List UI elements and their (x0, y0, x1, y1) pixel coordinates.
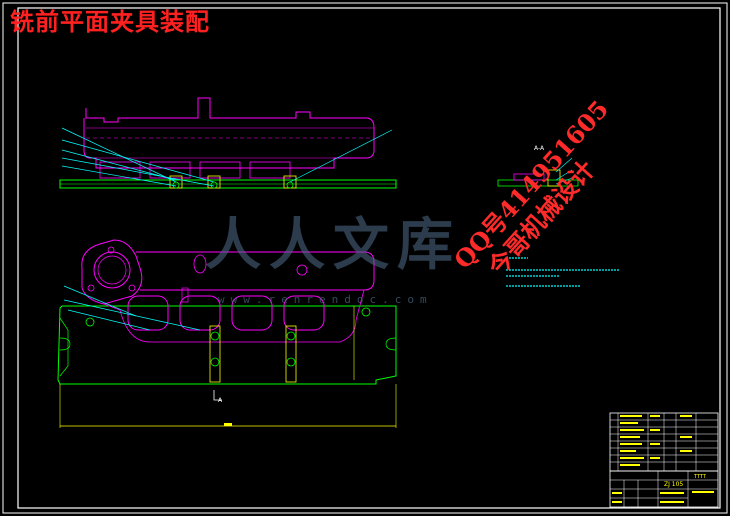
drawing-title: 铣前平面夹具装配 (10, 7, 210, 36)
top-view-port-4 (283, 295, 325, 331)
top-view-flange-bore (93, 251, 131, 289)
section-label: A-A (534, 145, 545, 152)
top-view-boss-2 (296, 264, 308, 276)
top-view-port-2 (179, 295, 221, 331)
top-view-locator-right (361, 307, 371, 317)
top-view-flange-hole-1 (107, 246, 115, 254)
top-view-clamp-1 (209, 325, 221, 383)
front-pin-2 (210, 181, 218, 189)
top-view-clamp-pin-4 (286, 357, 296, 367)
top-view-fixture-base (57, 305, 397, 385)
top-view-port-1 (127, 295, 169, 331)
watermark-url: www.renrendoc.com (218, 293, 433, 306)
top-view-base-chamfer (59, 317, 69, 377)
title-block: ZJ 105 TTTT (609, 412, 719, 508)
front-flange-4 (249, 161, 291, 179)
watermark-logo: 人人文库 (205, 213, 461, 278)
top-view-runner-body (136, 251, 375, 291)
front-flange-1 (99, 161, 141, 179)
top-view-port-band (103, 289, 365, 343)
section-cut-letter: A (218, 397, 223, 404)
front-leaders (61, 127, 393, 187)
top-view-leaders (63, 285, 201, 331)
top-view-clamp-2 (285, 325, 297, 383)
front-view (59, 97, 397, 189)
top-view-clamp-pin-3 (286, 331, 296, 341)
top-view-base-slot-left (59, 337, 71, 351)
section-view-a-a: A-A (497, 145, 579, 187)
top-view-flange-hole-3 (128, 284, 136, 292)
top-view-clamp-pin-1 (210, 331, 220, 341)
section-cut-marker (213, 390, 222, 401)
top-view-boss-1 (193, 254, 207, 274)
top-view: A (57, 239, 397, 428)
front-view-part-outline (83, 97, 375, 169)
front-pin-3 (286, 181, 294, 189)
title-block-label-right: TTTT (693, 474, 707, 480)
top-view-flange-bore-inner (97, 255, 127, 285)
top-view-locator-left (85, 317, 95, 327)
technical-notes (506, 257, 620, 287)
top-view-port-3 (231, 295, 273, 331)
inner-frame (17, 7, 721, 509)
top-view-base-slot-right (385, 337, 397, 351)
front-pin-1 (172, 181, 180, 189)
top-view-dim-text (224, 423, 232, 426)
top-view-flange-hole-2 (87, 284, 95, 292)
top-view-flange-triangle (81, 239, 143, 305)
top-view-clamp-pin-2 (210, 357, 220, 367)
title-block-drawing-no: ZJ 105 (664, 481, 683, 488)
top-view-slot (181, 287, 189, 303)
